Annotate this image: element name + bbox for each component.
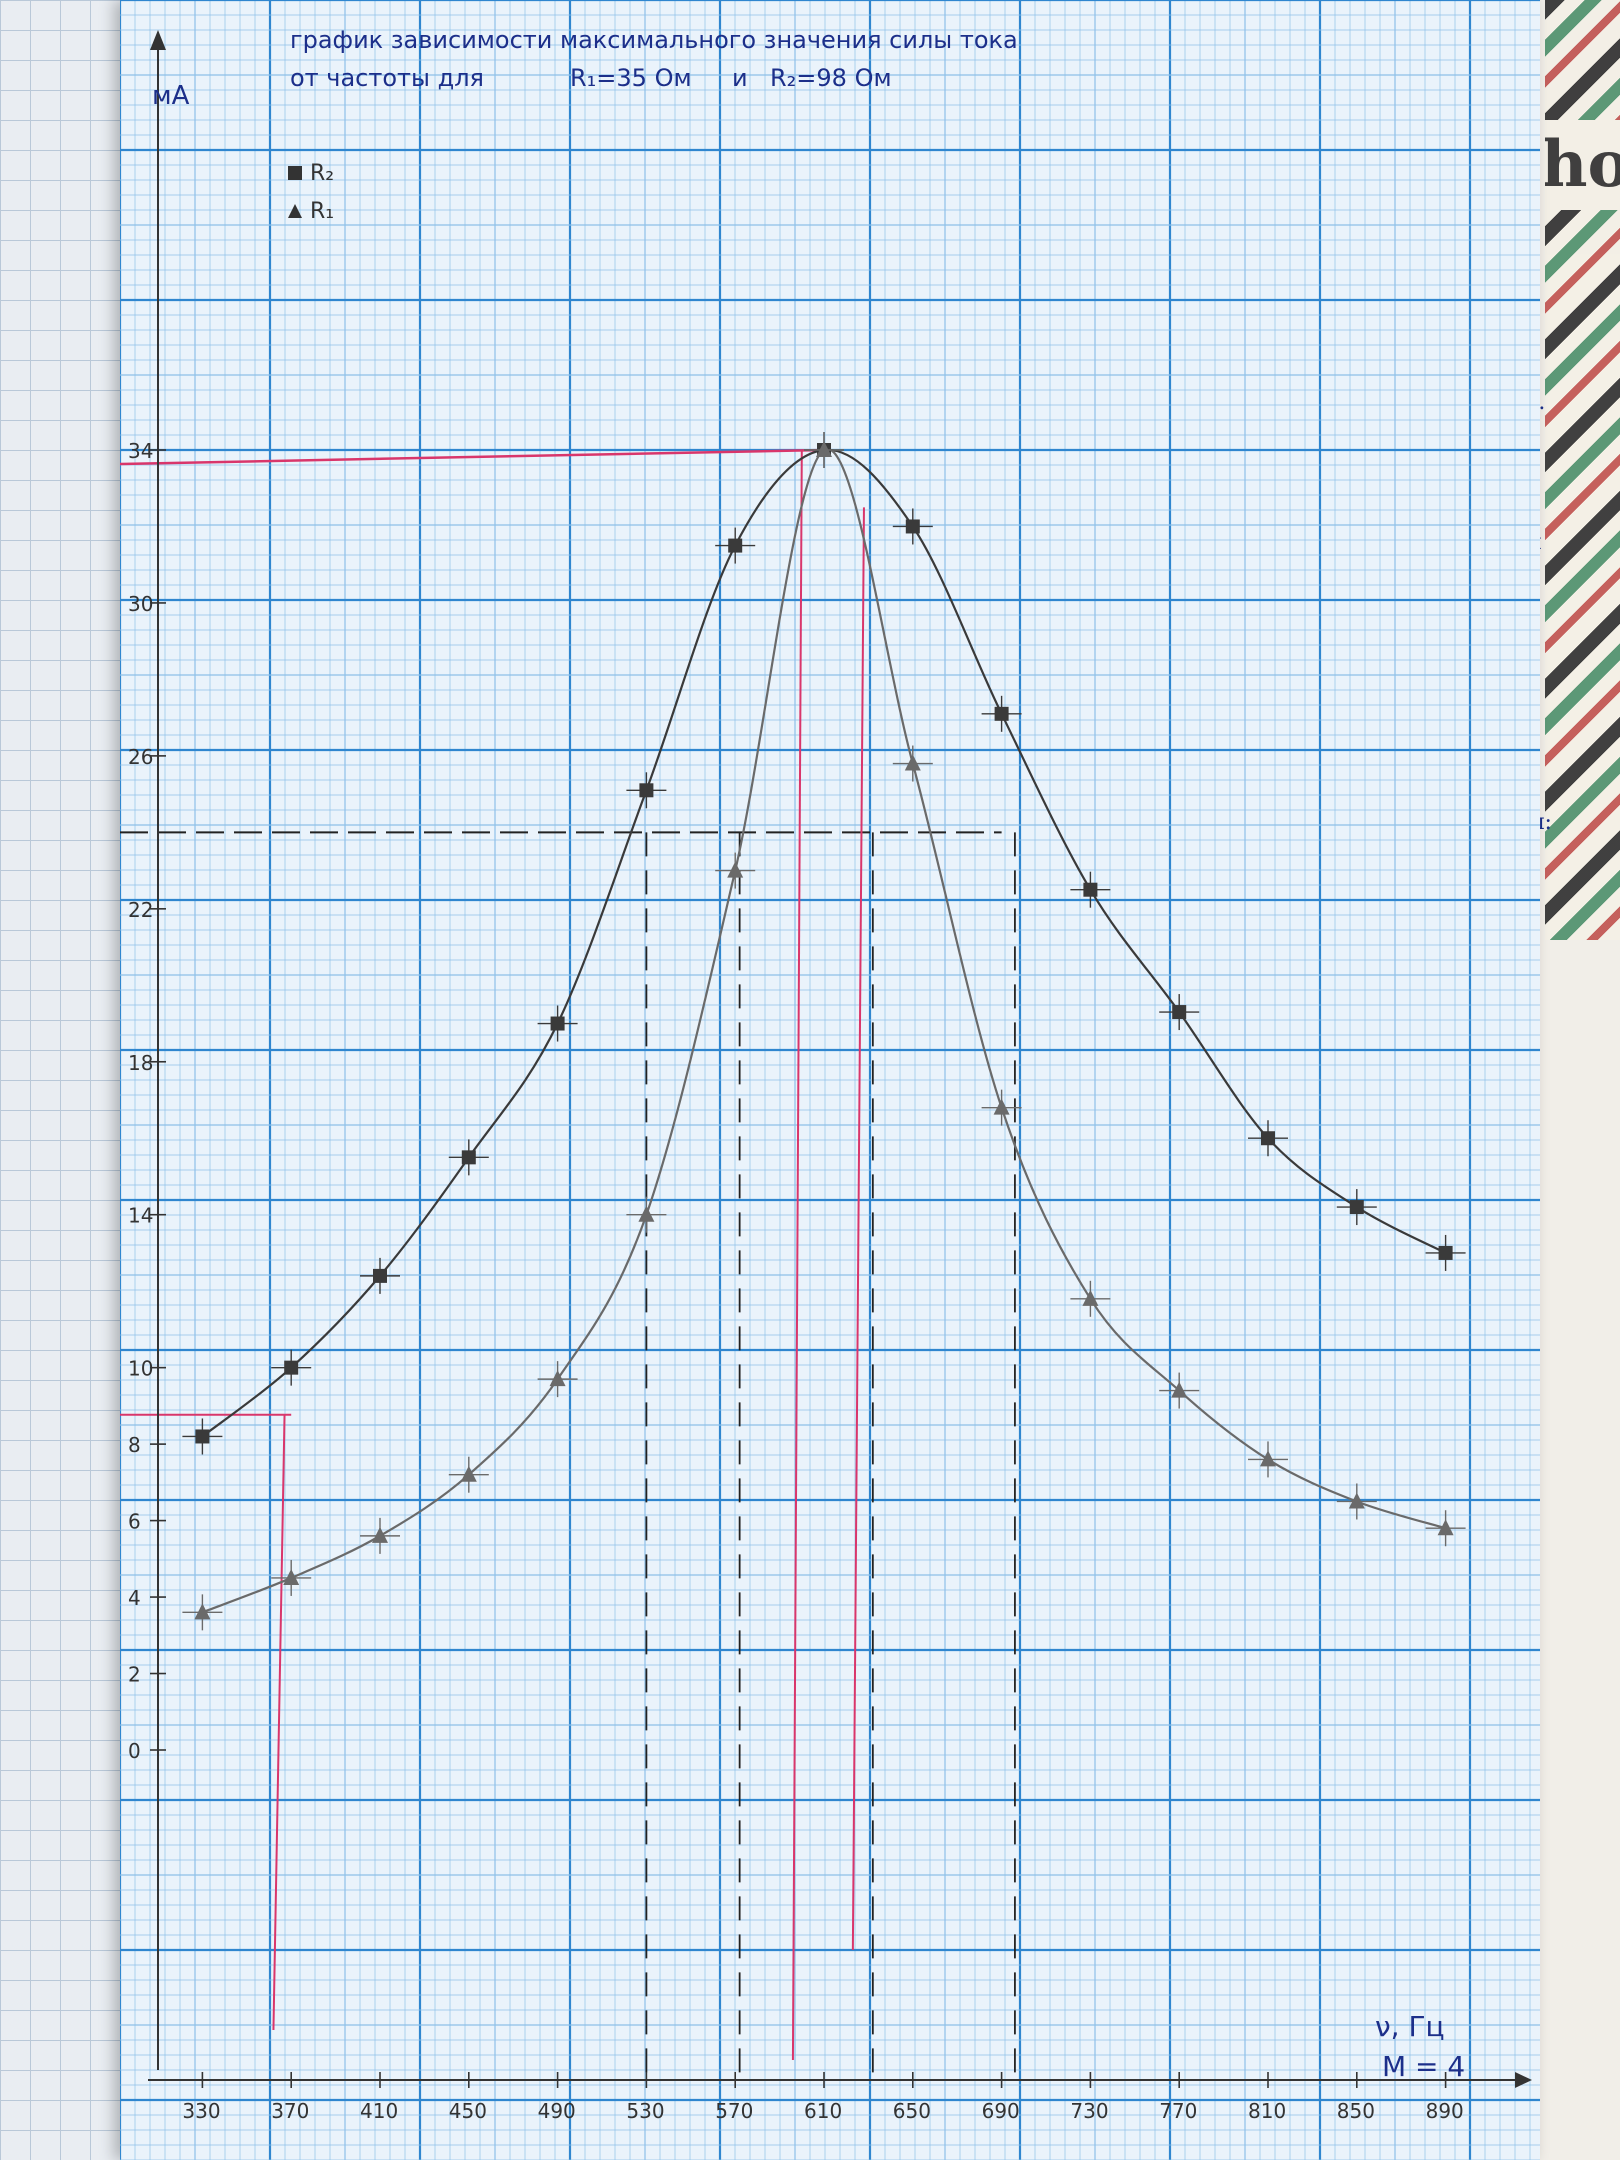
data-point-r1 (194, 1603, 211, 1620)
data-point-r2 (1172, 1005, 1187, 1020)
data-point-r2 (639, 783, 654, 798)
x-axis-arrow (1515, 2072, 1532, 2088)
data-point-r1 (460, 1465, 477, 1482)
y-tick-label: 10 (128, 1357, 153, 1381)
data-point-r1 (1437, 1519, 1454, 1536)
red-vertical-left (272, 1414, 286, 2031)
data-point-r2 (905, 519, 920, 534)
x-tick-label: 370 (271, 2099, 309, 2123)
data-point-r1 (638, 1205, 655, 1222)
data-point-r1 (1171, 1381, 1188, 1398)
data-point-r1 (727, 861, 744, 878)
scale-note: М = 4 (1382, 2050, 1465, 2083)
data-point-r1 (372, 1526, 388, 1543)
cover-lettering: ho (1545, 120, 1620, 210)
x-tick-label: 490 (538, 2099, 576, 2123)
curves (201, 447, 1447, 1614)
red-vertical-peak (791, 449, 803, 2061)
curve-r1 (202, 447, 1446, 1614)
y-tick-label: 0 (128, 1739, 141, 1763)
data-point-r2 (1438, 1245, 1453, 1260)
red-vertical-right (851, 507, 865, 1951)
data-point-r1 (283, 1568, 300, 1585)
reference-lines (120, 448, 1016, 2080)
x-tick-label: 730 (1070, 2099, 1108, 2123)
peak-current-line (120, 448, 825, 466)
curve-r2 (201, 448, 1447, 1438)
chart-title-line2: от частоты для (290, 64, 484, 92)
x-tick-label: 410 (360, 2099, 398, 2123)
x-tick-label: 690 (982, 2099, 1020, 2123)
patterned-cover: ho (1545, 0, 1620, 940)
data-point-r2 (373, 1268, 387, 1283)
y-tick-label: 8 (128, 1433, 141, 1457)
x-tick-label: 890 (1426, 2099, 1464, 2123)
y-tick-label: 14 (128, 1204, 153, 1228)
y-tick-label: 22 (128, 898, 153, 922)
y-axis-arrow (150, 30, 166, 50)
legend-label-r1: R₁ (310, 199, 334, 224)
x-axis-unit: ν, Гц (1375, 2010, 1445, 2043)
data-point-r2 (461, 1150, 476, 1165)
data-point-r2 (1349, 1200, 1364, 1215)
legend-marker-r2 (288, 166, 302, 180)
y-tick-label: 18 (128, 1051, 153, 1075)
data-point-r2 (195, 1429, 210, 1444)
data-point-r2 (728, 538, 743, 553)
data-point-r1 (1348, 1492, 1365, 1509)
grid (120, 0, 1540, 2160)
data-point-r2 (284, 1360, 299, 1375)
y-tick-label: 4 (128, 1586, 141, 1610)
x-tick-label: 330 (182, 2099, 220, 2123)
legend-marker-r1 (288, 204, 302, 218)
annotations: график зависимости максимального значени… (152, 26, 1465, 2083)
data-point-r2 (1083, 882, 1098, 897)
x-tick-label: 450 (449, 2099, 487, 2123)
y-tick-label: 6 (128, 1510, 141, 1534)
data-point-r1 (1082, 1289, 1099, 1306)
data-point-r2 (994, 706, 1009, 721)
legend-label-r2: R₂ (310, 161, 334, 186)
conjunction: и (732, 64, 748, 92)
data-points (182, 432, 1466, 1631)
x-tick-label: 530 (626, 2099, 664, 2123)
y-tick-label: 2 (128, 1663, 141, 1687)
x-tick-label: 570 (715, 2099, 753, 2123)
y-axis-unit: мА (152, 81, 190, 111)
y-tick-label: 30 (128, 592, 153, 616)
r2-value: R₂=98 Ом (770, 64, 892, 92)
chart-title-line1: график зависимости максимального значени… (290, 26, 1018, 54)
x-tick-label: 770 (1159, 2099, 1197, 2123)
data-point-r1 (904, 754, 921, 771)
r1-value: R₁=35 Ом (570, 64, 692, 92)
y-tick-label: 26 (128, 745, 153, 769)
data-point-r1 (816, 441, 832, 457)
x-tick-label: 650 (893, 2099, 931, 2123)
x-tick-label: 810 (1248, 2099, 1286, 2123)
data-point-r1 (1260, 1450, 1276, 1467)
y-tick-label: 34 (128, 439, 153, 463)
x-tick-label: 610 (804, 2099, 842, 2123)
data-point-r1 (993, 1098, 1010, 1115)
data-point-r2 (1261, 1131, 1275, 1146)
data-point-r1 (549, 1370, 566, 1387)
x-tick-label: 850 (1337, 2099, 1375, 2123)
data-point-r2 (550, 1016, 565, 1031)
